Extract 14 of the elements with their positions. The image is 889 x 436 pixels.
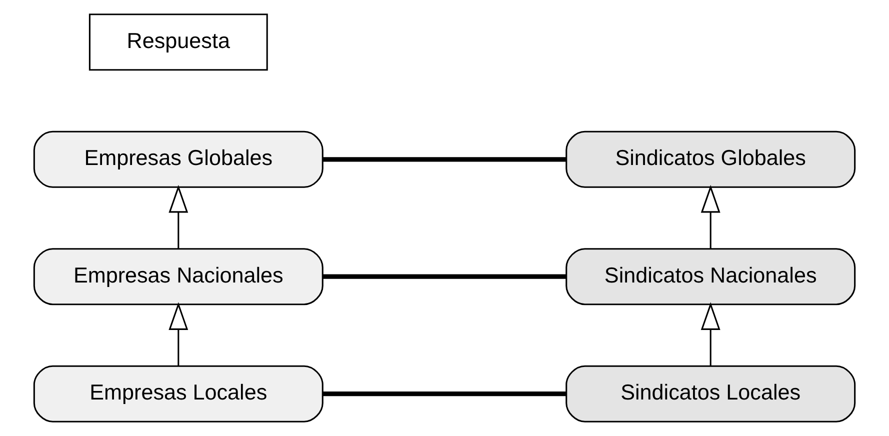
arrow [700,184,720,249]
node-box: Sindicatos Locales [566,365,856,422]
node-box: Empresas Locales [33,365,324,422]
connector [322,392,566,396]
arrow [700,302,720,366]
arrow [168,302,188,366]
arrow [168,184,188,249]
node-box: Sindicatos Globales [566,130,856,188]
connector [322,274,566,279]
node-box: Empresas Nacionales [33,248,324,306]
node-box: Sindicatos Nacionales [566,248,856,306]
node-box: Empresas Globales [33,130,324,188]
connector [322,157,566,162]
node-box: Respuesta [88,14,268,71]
